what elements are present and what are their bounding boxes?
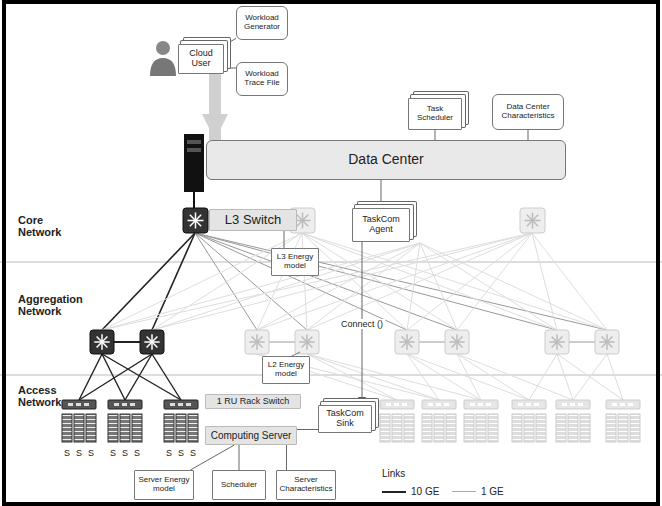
component-box: Cloud User xyxy=(178,44,224,74)
legend-line-sample xyxy=(452,491,476,492)
connector-line xyxy=(435,130,436,140)
component-box: 1 RU Rack Switch xyxy=(205,394,301,409)
component-box: Workload Generator xyxy=(236,6,288,40)
node-text: Data Center xyxy=(348,152,423,167)
server-label: S xyxy=(178,449,184,459)
legend-text: 1 GE xyxy=(481,486,504,497)
component-box: L3 Switch xyxy=(209,209,297,231)
component-box: TaskCom Sink xyxy=(318,405,372,433)
node-text: L3 Energy model xyxy=(275,253,315,271)
server-label: S xyxy=(122,449,128,459)
node-text: Workload Generator xyxy=(240,14,284,32)
connector-line xyxy=(284,231,285,248)
node-text: TaskCom Sink xyxy=(322,409,368,429)
layer-label: Aggregation Network xyxy=(18,293,98,317)
server-label: S xyxy=(64,449,70,459)
connector-line xyxy=(297,429,318,430)
legend-line-sample xyxy=(382,491,406,493)
legend-entry: 10 GE xyxy=(382,486,439,497)
legend-entry: 1 GE xyxy=(452,486,504,497)
component-box: Computing Server xyxy=(205,426,297,445)
connector-line xyxy=(224,38,236,45)
layer-divider xyxy=(0,375,662,376)
layer-label: Core Network xyxy=(18,214,78,238)
component-box: Scheduler xyxy=(212,470,266,500)
legend-text: 10 GE xyxy=(411,486,439,497)
network-devices xyxy=(62,208,640,442)
server-label: S xyxy=(190,449,196,459)
node-text: L3 Switch xyxy=(225,213,281,227)
server-label: S xyxy=(88,449,94,459)
node-text: Workload Trace File xyxy=(240,70,284,88)
connector-line xyxy=(528,130,529,140)
edge-label: Connect () xyxy=(339,319,385,329)
connector-line xyxy=(224,68,236,69)
node-text: TaskCom Agent xyxy=(356,215,406,235)
datacenter-box: Data Center xyxy=(206,140,566,180)
component-box: Workload Trace File xyxy=(236,62,288,96)
user-icon xyxy=(150,41,176,76)
node-text: Computing Server xyxy=(211,430,292,441)
component-box: Data Center Characteristics xyxy=(492,94,564,130)
node-text: Cloud User xyxy=(182,49,220,69)
network-links xyxy=(79,233,623,400)
node-text: Server Characteristics xyxy=(280,476,333,494)
connector-line xyxy=(286,445,287,470)
node-text: L2 Energy model xyxy=(266,361,306,379)
frame xyxy=(4,2,658,504)
component-box: Server Energy model xyxy=(134,470,194,500)
server-label: S xyxy=(166,449,172,459)
layer-divider xyxy=(0,262,662,263)
component-box: Task Scheduler xyxy=(408,98,462,130)
server-label: S xyxy=(134,449,140,459)
component-box: L3 Energy model xyxy=(271,248,319,276)
server-label: S xyxy=(76,449,82,459)
node-text: Task Scheduler xyxy=(412,105,458,123)
node-text: 1 RU Rack Switch xyxy=(217,397,290,407)
node-text: Scheduler xyxy=(221,481,257,490)
connector-line xyxy=(239,445,240,470)
connector-arrow xyxy=(209,74,221,140)
component-box: L2 Energy model xyxy=(262,356,310,384)
connector-line xyxy=(381,180,382,208)
node-text: Server Energy model xyxy=(138,476,190,494)
node-text: Data Center Characteristics xyxy=(496,103,560,121)
legend-title: Links xyxy=(382,468,405,479)
server-label: S xyxy=(110,449,116,459)
component-box: Server Characteristics xyxy=(276,470,336,500)
component-box: TaskCom Agent xyxy=(352,208,410,242)
layer-label: Access Network xyxy=(18,384,78,408)
datacenter-tower xyxy=(184,134,204,208)
connector-line xyxy=(190,445,234,470)
